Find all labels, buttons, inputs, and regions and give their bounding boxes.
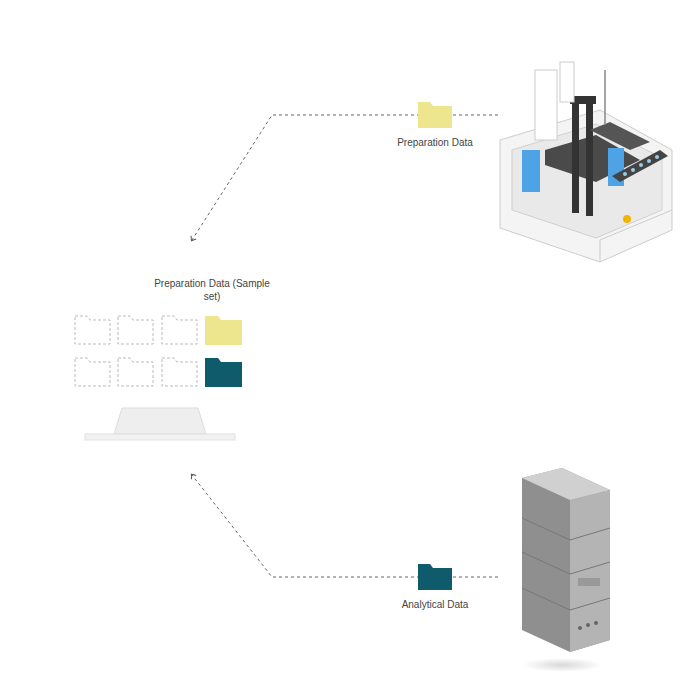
folder-icon — [418, 564, 452, 590]
flow-label: Analytical Data — [400, 598, 471, 611]
computer-stand — [85, 408, 235, 440]
computer-node: Preparation Data (Sample set) — [147, 275, 277, 305]
folder-icon — [205, 316, 242, 345]
flow-label: Preparation Data — [395, 136, 475, 149]
folder-grid — [75, 316, 197, 386]
preparation-robot — [500, 62, 672, 262]
folder-icon — [205, 358, 242, 387]
flow-line — [192, 475, 498, 577]
folder-icon — [418, 102, 452, 128]
analytical-instrument — [522, 468, 610, 672]
node-text: Preparation Data (Sample set) — [151, 277, 273, 303]
flow-line — [192, 115, 498, 240]
